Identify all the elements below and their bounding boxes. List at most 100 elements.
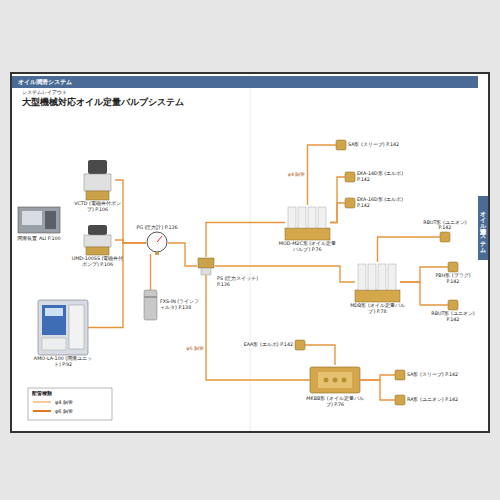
gauge-dial bbox=[147, 232, 167, 252]
part-label: UMD-100SS (電磁弁付ポンプ) P.106 bbox=[70, 256, 126, 268]
unit-base bbox=[42, 338, 66, 350]
oil-pipe bbox=[168, 243, 197, 266]
valve-cylinder bbox=[388, 264, 396, 290]
gauge-needle bbox=[157, 236, 162, 242]
oil-pipe bbox=[88, 243, 146, 328]
unit-tank bbox=[69, 305, 84, 349]
fitting-node: SA形 (スリーブ) P.142 bbox=[336, 140, 346, 150]
fitting bbox=[448, 300, 458, 310]
oil-pipe bbox=[400, 282, 448, 305]
valve-cylinder bbox=[288, 207, 296, 228]
part-label: EAA形 (エルボ) P.142 bbox=[243, 342, 293, 348]
pump-node: VCTD (電磁弁付ポンプ) P.106 bbox=[80, 160, 115, 200]
pump-base bbox=[86, 247, 109, 255]
oil-pipe bbox=[330, 203, 345, 223]
oil-pipe bbox=[378, 237, 441, 262]
switch-head bbox=[201, 268, 211, 275]
part-label: VCTD (電磁弁付ポンプ) P.106 bbox=[72, 201, 124, 213]
filter-body bbox=[144, 290, 157, 320]
machine-body bbox=[18, 207, 60, 233]
oil-pipe bbox=[308, 145, 337, 205]
part-label: MKBB形 (オイル定量バルブ) P.76 bbox=[305, 396, 365, 408]
legend-swatch bbox=[33, 401, 51, 402]
machine-panel bbox=[45, 211, 56, 229]
part-label: PBH形 (プラグ) P.142 bbox=[431, 273, 475, 285]
part-label: AMO-LA-100 (潤滑ユニット) P.92 bbox=[33, 356, 93, 368]
pump-base bbox=[86, 191, 109, 200]
legend-box bbox=[28, 388, 112, 420]
fitting-node: RBUT形 (ユニオン) P.142 bbox=[440, 232, 450, 242]
part-label: MOD-M2C形 (オイル定量バルブ) P.76 bbox=[278, 241, 338, 253]
fitting-node: PBH形 (プラグ) P.142 bbox=[448, 262, 458, 272]
part-label: RA形 (ユニオン) P.142 bbox=[407, 397, 463, 403]
filter-node: FXS-IN (ラインフィルタ) P.138 bbox=[143, 290, 158, 320]
filter-band bbox=[144, 296, 157, 298]
legend-text: φ4 銅管 bbox=[55, 399, 73, 405]
valve-cylinder bbox=[358, 264, 366, 290]
fitting-node: SA形 (スリーブ) P.142 bbox=[395, 370, 405, 380]
fitting-node: EAA形 (エルボ) P.142 bbox=[295, 340, 305, 350]
oil-pipe bbox=[360, 380, 395, 400]
pump-motor bbox=[88, 160, 107, 174]
page-sheet bbox=[12, 74, 488, 431]
valve-cylinder bbox=[368, 264, 376, 290]
oil-pipe bbox=[206, 223, 285, 258]
switch-body bbox=[198, 258, 214, 268]
valve-base bbox=[285, 228, 330, 240]
oil-pipe bbox=[330, 177, 345, 223]
oil-pipe bbox=[360, 375, 395, 380]
part-label: FXS-IN (ラインフィルタ) P.138 bbox=[160, 299, 202, 311]
header-band: オイル潤滑システム bbox=[12, 76, 478, 88]
unit-body bbox=[38, 300, 88, 355]
pipe-label: φ4 銅管 bbox=[288, 171, 306, 177]
valve-node: MOD-M2C形 (オイル定量バルブ) P.76 bbox=[285, 205, 330, 240]
pump-node: UMD-100SS (電磁弁付ポンプ) P.106 bbox=[80, 225, 115, 255]
pump-body bbox=[84, 174, 111, 191]
part-label: 潤滑装置 ALI P.100 bbox=[12, 236, 66, 242]
band-title: オイル潤滑システム bbox=[12, 76, 478, 88]
unit-panel bbox=[42, 305, 66, 335]
legend-swatch bbox=[33, 410, 51, 412]
fitting-node: RBUT形 (ユニオン) P.142 bbox=[448, 300, 458, 310]
page-frame bbox=[10, 72, 490, 433]
legend-text: φ6 銅管 bbox=[55, 408, 73, 414]
manifold-face bbox=[318, 372, 352, 388]
manifold-port bbox=[333, 378, 338, 383]
unit-node: AMO-LA-100 (潤滑ユニット) P.92 bbox=[38, 300, 88, 355]
pipe-label: φ6 銅管 bbox=[186, 345, 204, 351]
tab-title: オイル潤滑システム bbox=[480, 207, 487, 249]
legend-heading: 配管種類 bbox=[32, 390, 52, 396]
valve-cylinder bbox=[318, 207, 326, 228]
page-title: 大型機械対応オイル定量バルブシステム bbox=[22, 96, 184, 109]
pump-body bbox=[84, 235, 111, 247]
part-label: EKA-14D形 (エルボ) P.142 bbox=[357, 171, 417, 183]
fitting bbox=[345, 172, 355, 182]
section-subtitle: システムレイアウト bbox=[22, 89, 67, 95]
oil-pipe bbox=[305, 345, 335, 365]
fitting-node: EKA-16D形 (エルボ) P.142 bbox=[345, 198, 355, 208]
machine-window bbox=[22, 211, 42, 225]
fitting-node: EKA-14D形 (エルボ) P.142 bbox=[345, 172, 355, 182]
fitting bbox=[448, 262, 458, 272]
valve-node: MDB形 (オイル定量バルブ) P.78 bbox=[355, 262, 400, 302]
gauge-stem bbox=[155, 252, 159, 255]
fitting bbox=[395, 370, 405, 380]
fitting bbox=[336, 140, 346, 150]
part-label: SA形 (スリーブ) P.142 bbox=[407, 372, 463, 378]
pump-motor bbox=[88, 225, 107, 235]
part-label: PG (圧力計) P.136 bbox=[132, 225, 182, 231]
part-label: SA形 (スリーブ) P.142 bbox=[348, 142, 404, 148]
valve-cylinder bbox=[298, 207, 306, 228]
valve-cylinder bbox=[308, 207, 316, 228]
part-label: PS (圧力スイッチ) P.136 bbox=[217, 276, 261, 288]
machine-node: 潤滑装置 ALI P.100 bbox=[18, 205, 60, 235]
valve-cylinder bbox=[378, 264, 386, 290]
oil-pipe bbox=[206, 275, 310, 380]
manifold-port bbox=[342, 378, 347, 383]
part-label: RBUT形 (ユニオン) P.142 bbox=[423, 220, 467, 232]
manifold-port bbox=[324, 378, 329, 383]
oil-pipe bbox=[115, 180, 146, 243]
